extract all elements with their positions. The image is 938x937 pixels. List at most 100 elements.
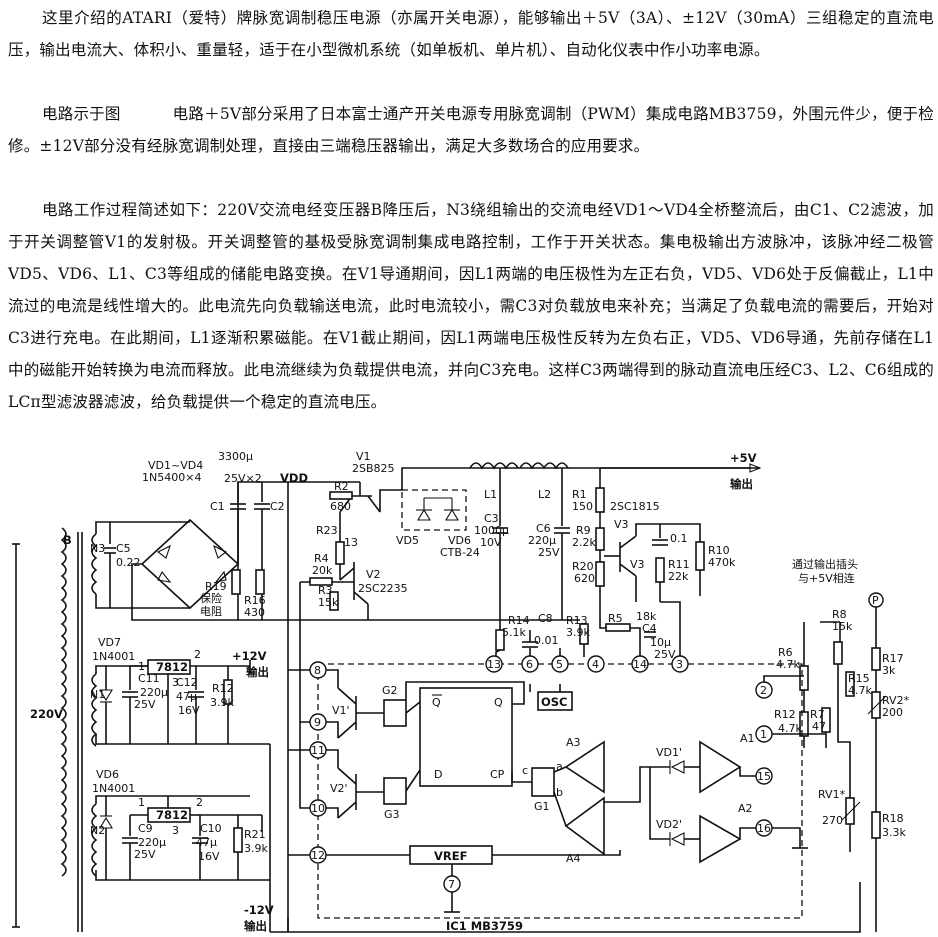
svg-text:8: 8 bbox=[314, 664, 321, 677]
r12-label: R12 bbox=[212, 682, 234, 695]
svg-text:13: 13 bbox=[487, 658, 501, 671]
g3-label: G3 bbox=[384, 808, 400, 821]
ic-pin-markers: 8 9 11 10 12 13 6 5 4 14 3 2 1 15 16 7 bbox=[288, 582, 826, 913]
l2-label: L2 bbox=[538, 488, 551, 501]
paragraph-circuit-overview-a: 电路示于图 bbox=[42, 105, 121, 123]
reg1-label: 7812 bbox=[156, 660, 188, 674]
rv2-value: 200 bbox=[882, 706, 903, 719]
r10-label: R10 bbox=[708, 544, 730, 557]
c8-label: C8 bbox=[538, 612, 553, 625]
c12-value: 47µ bbox=[176, 690, 197, 703]
c10-rating: 16V bbox=[198, 850, 220, 863]
c1-label: C1 bbox=[210, 500, 225, 513]
pin-4: 4 bbox=[587, 655, 605, 673]
c1c2-value: 3300µ bbox=[218, 452, 253, 463]
r15-label: R15 bbox=[848, 672, 870, 685]
pin-2: 2 bbox=[755, 681, 773, 699]
g1-label: G1 bbox=[534, 800, 550, 813]
r11-label: R11 bbox=[668, 558, 690, 571]
r14-value: 5.1k bbox=[502, 626, 526, 639]
a2-label: A2 bbox=[738, 802, 753, 815]
vd6-label: VD6 bbox=[96, 768, 119, 781]
c5-label: C5 bbox=[116, 542, 131, 555]
svg-text:16: 16 bbox=[757, 822, 771, 835]
r7-label: R7 bbox=[810, 708, 825, 721]
r1-label: R1 bbox=[572, 488, 587, 501]
minus12v-label: -12V bbox=[244, 903, 274, 917]
r12b-label: R12 bbox=[774, 708, 796, 721]
c6-rating: 25V bbox=[538, 546, 560, 559]
r7-value: 47 bbox=[812, 720, 826, 733]
r12-value: 3.9k bbox=[210, 696, 234, 709]
bridge-part: 1N5400×4 bbox=[142, 471, 201, 484]
r20-label: R20 bbox=[572, 560, 594, 573]
pin-16: 16 bbox=[755, 819, 773, 837]
r13-value: 3.9k bbox=[566, 626, 590, 639]
out12v-label: 输出 bbox=[246, 665, 269, 679]
winding-n3-label: N3 bbox=[90, 542, 105, 555]
ff-d: D bbox=[434, 768, 442, 781]
c5-value: 0.22 bbox=[116, 556, 141, 569]
plus5v-label: +5V bbox=[730, 452, 757, 465]
c3-value: 1000µ bbox=[474, 524, 509, 537]
vd1p-label: VD1' bbox=[656, 746, 682, 759]
r6-label: R6 bbox=[778, 646, 793, 659]
v1-part: 2SB825 bbox=[352, 462, 395, 475]
r5-label: R5 bbox=[608, 612, 623, 625]
feedback-transistor-v3: R1 150 2SC1815 R9 2.2k R20 620 V3 V3 0.1… bbox=[572, 468, 736, 620]
r2-label: R2 bbox=[334, 480, 349, 493]
bridge-rectifier: C5 0.22 VD1~VD4 1N5400×4 bbox=[95, 459, 300, 621]
vd7-label: VD7 bbox=[98, 636, 121, 649]
r4-label: R4 bbox=[314, 552, 329, 565]
ic1-mb3759: IC1 MB3759 V1' V2' G2 G3 Q Q D CP bbox=[317, 663, 803, 933]
c9-label: C9 bbox=[138, 822, 153, 835]
pin-3: 3 bbox=[671, 655, 689, 673]
c4-rating: 25V bbox=[654, 648, 676, 661]
svg-text:1: 1 bbox=[760, 728, 767, 741]
svg-text:10: 10 bbox=[311, 802, 325, 815]
c2-label: C2 bbox=[270, 500, 285, 513]
paragraph-circuit-overview-b: 电路＋5V部分采用了日本富士通产开关电源专用脉宽调制（PWM）集成电路MB375… bbox=[8, 105, 934, 155]
plus12v-label: +12V bbox=[232, 649, 267, 663]
p-marker: P bbox=[872, 594, 879, 607]
r23-value: 13 bbox=[344, 536, 358, 549]
g2-label: G2 bbox=[382, 684, 398, 697]
c4-label: C4 bbox=[642, 622, 657, 635]
r3-value: 15k bbox=[318, 596, 339, 609]
paragraph-operation: 电路工作过程简述如下：220V交流电经变压器B降压后，N3绕组输出的交流电经VD… bbox=[8, 201, 934, 411]
svg-text:9: 9 bbox=[314, 716, 321, 729]
a3-label: A3 bbox=[566, 736, 581, 749]
reg2-pin3: 3 bbox=[172, 824, 179, 837]
r3-label: R3 bbox=[318, 584, 333, 597]
driver-transistor-v2: R4 20k R3 15k V2 2SC2235 bbox=[300, 552, 408, 620]
filter-capacitors-c1-c2: 3300µ 25V×2 C1 C2 bbox=[210, 452, 285, 620]
vd5-label: VD5 bbox=[396, 534, 419, 547]
vd56-part: CTB-24 bbox=[440, 546, 480, 559]
r21-value: 3.9k bbox=[244, 842, 268, 855]
transformer-b: 220V B N3 N1 N2 bbox=[12, 527, 105, 932]
fuse-resistor-r19: R19 保险 电阻 R16 430 bbox=[200, 569, 266, 619]
reg2-label: 7812 bbox=[156, 808, 188, 822]
l1-label: L1 bbox=[484, 488, 497, 501]
g1-pin-c: c bbox=[522, 764, 528, 777]
svg-text:12: 12 bbox=[311, 849, 325, 862]
pin-5: 5 bbox=[551, 655, 569, 673]
pin-9: 9 bbox=[309, 713, 327, 731]
r9-value: 2.2k bbox=[572, 536, 596, 549]
minus12v-supply: VD6 1N4001 7812 1 2 3 C9 220µ 25V C10 47… bbox=[92, 744, 274, 933]
c6-value: 220µ bbox=[528, 534, 556, 547]
r11-value: 22k bbox=[668, 570, 689, 583]
r16-label: R16 bbox=[244, 594, 266, 607]
pin-1: 1 bbox=[755, 725, 773, 743]
ff-q: Q bbox=[494, 696, 503, 709]
pin-10: 10 bbox=[309, 799, 327, 817]
c11-rating: 25V bbox=[134, 698, 156, 711]
transformer-label: B bbox=[63, 533, 72, 547]
r12b-value: 4.7k bbox=[778, 722, 802, 735]
r16-value: 430 bbox=[244, 606, 265, 619]
pin-11: 11 bbox=[309, 741, 327, 759]
bridge-label: VD1~VD4 bbox=[148, 459, 203, 472]
r10-value: 470k bbox=[708, 556, 736, 569]
circuit-schematic: 220V B N3 N1 N2 C5 0.22 VD1~VD4 1N5400×4 bbox=[12, 452, 910, 933]
